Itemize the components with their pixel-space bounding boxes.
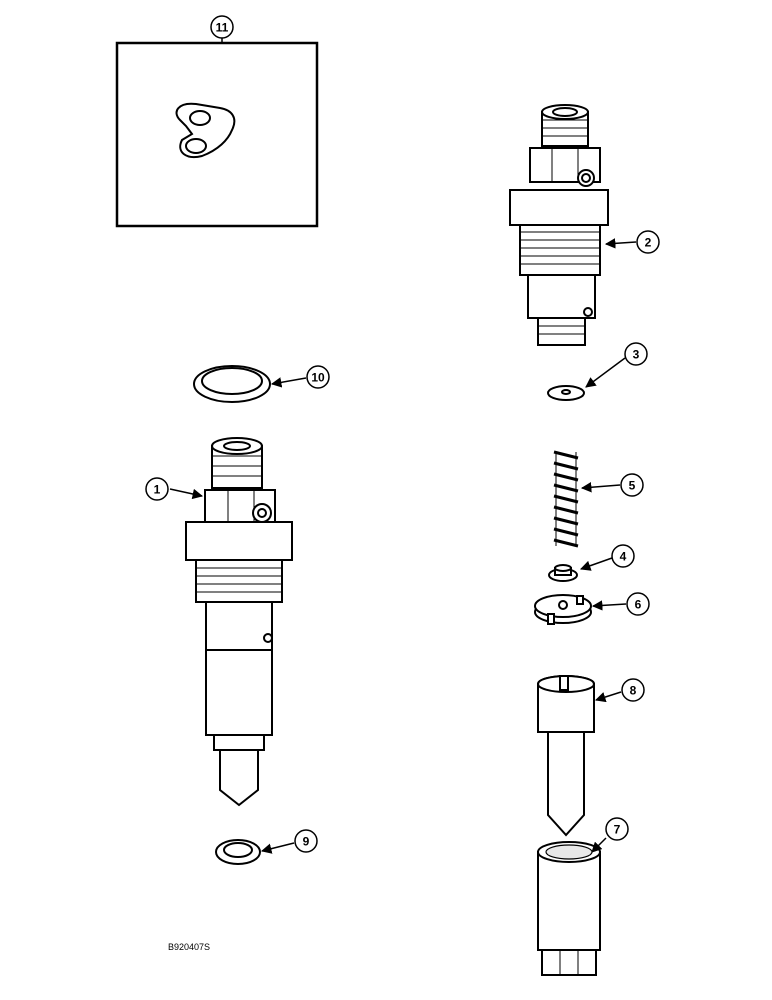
reference-code: B920407S bbox=[168, 942, 210, 952]
nozzle-nut bbox=[537, 841, 601, 976]
spring-seat bbox=[548, 564, 578, 582]
nozzle bbox=[537, 675, 595, 837]
callout-5-label: 5 bbox=[629, 479, 636, 493]
callout-9: 9 bbox=[294, 829, 318, 853]
intermediate-plate bbox=[534, 594, 592, 625]
callout-10-label: 10 bbox=[311, 371, 325, 385]
kit-box-clamp bbox=[115, 38, 319, 228]
seal-washer-small bbox=[215, 839, 261, 865]
callout-5: 5 bbox=[620, 473, 644, 497]
callout-1-label: 1 bbox=[154, 483, 161, 497]
callout-7: 7 bbox=[605, 817, 629, 841]
callout-9-label: 9 bbox=[303, 835, 310, 849]
callout-6-label: 6 bbox=[635, 598, 642, 612]
callout-3-label: 3 bbox=[633, 348, 640, 362]
clamp-drawing bbox=[175, 102, 236, 158]
callout-11-label: 11 bbox=[216, 21, 229, 35]
callout-8-label: 8 bbox=[630, 684, 637, 698]
leader-lines bbox=[169, 238, 637, 854]
spring bbox=[553, 450, 579, 548]
callout-8: 8 bbox=[621, 678, 645, 702]
callout-6: 6 bbox=[626, 592, 650, 616]
callout-2: 2 bbox=[636, 230, 660, 254]
seal-ring-large bbox=[193, 365, 271, 403]
injector-assembly bbox=[185, 437, 293, 807]
callout-4: 4 bbox=[611, 544, 635, 568]
callout-10: 10 bbox=[306, 365, 330, 389]
callout-2-label: 2 bbox=[645, 236, 652, 250]
callout-1: 1 bbox=[145, 477, 169, 501]
shim bbox=[547, 385, 585, 401]
callout-7-label: 7 bbox=[614, 823, 621, 837]
nozzle-holder-body bbox=[509, 104, 609, 346]
callout-3: 3 bbox=[624, 342, 648, 366]
callout-11: 11 bbox=[210, 15, 234, 39]
callout-4-label: 4 bbox=[620, 550, 627, 564]
